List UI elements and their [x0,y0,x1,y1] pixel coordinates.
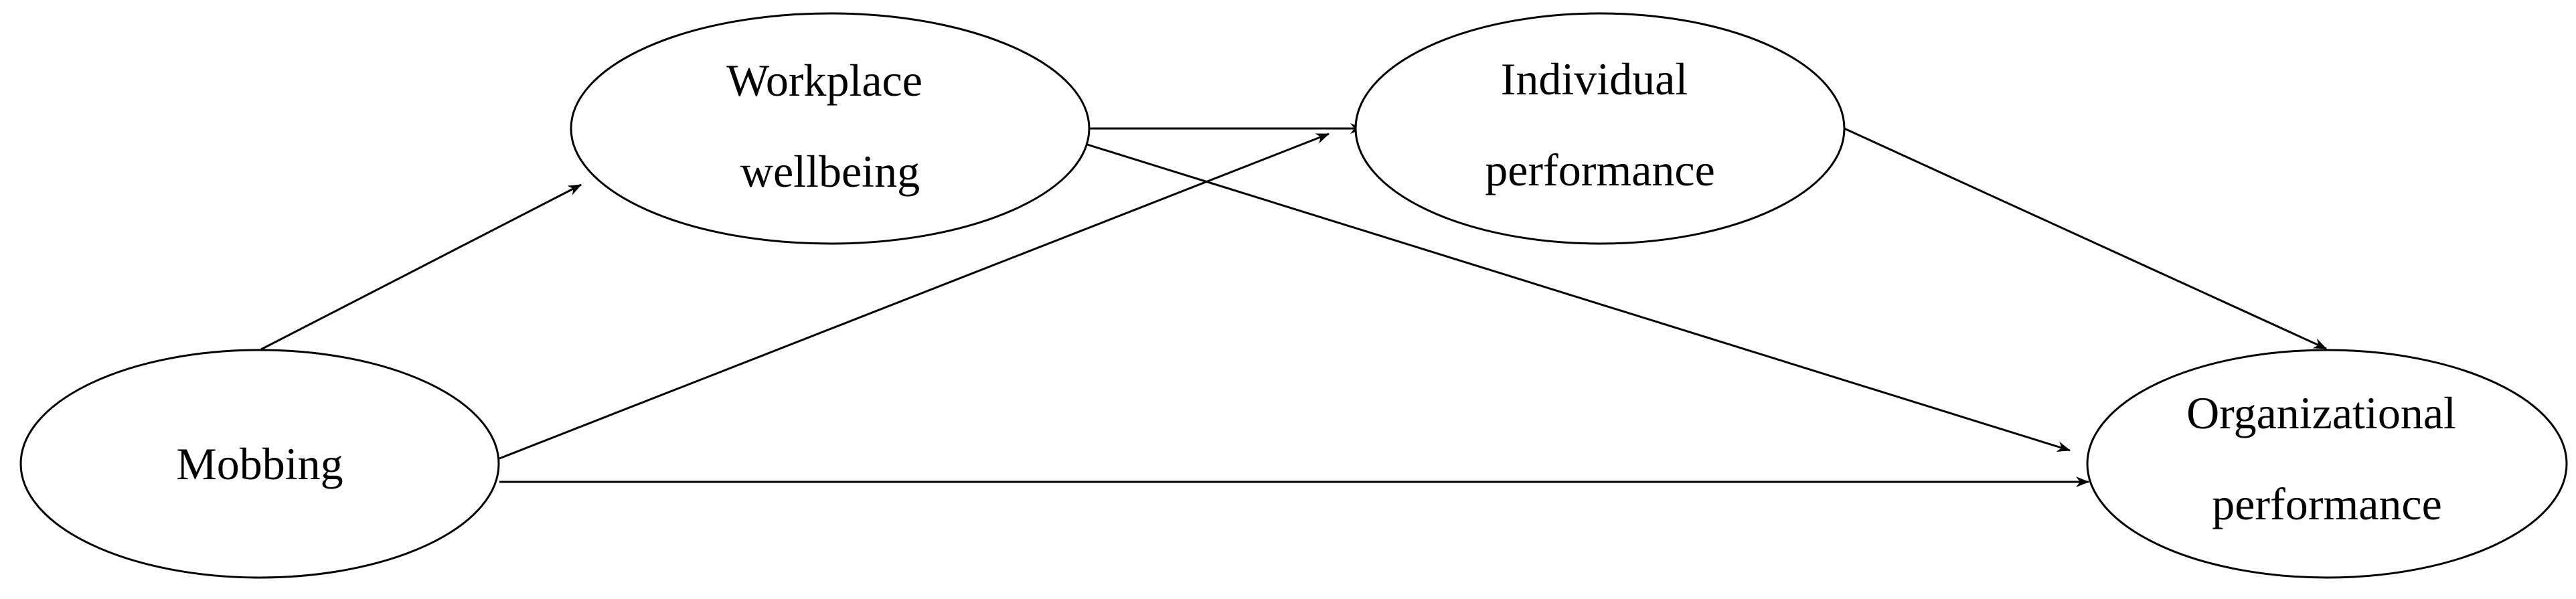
node-organizational-performance-label-line-2: performance [2212,479,2442,529]
nodes-layer: Mobbing Workplace wellbeing Individual p… [19,12,2568,579]
node-mobbing-label: Mobbing [176,438,343,489]
edge-individual-performance-to-organizational-performance [1844,127,2327,350]
edges-layer [260,123,2327,487]
node-mobbing: Mobbing [19,349,500,579]
node-mobbing-label-line-1: Mobbing [176,438,343,489]
edge-workplace-wellbeing-to-organizational-performance [1084,143,2071,452]
node-organizational-performance-label-line-1: Organizational [2186,388,2456,438]
node-individual-performance-ellipse [1354,12,1846,245]
node-organizational-performance-label: Organizational performance [2186,388,2468,529]
node-workplace-wellbeing-label-line-1: Workplace [726,55,922,106]
edge-mobbing-to-individual-performance [499,133,1330,460]
node-individual-performance-label-line-1: Individual [1501,54,1688,104]
node-organizational-performance: Organizational performance [2086,349,2568,579]
node-workplace-wellbeing: Workplace wellbeing [570,12,1091,245]
node-individual-performance-label: Individual performance [1485,54,1715,195]
node-workplace-wellbeing-label-line-2: wellbeing [740,146,920,197]
node-workplace-wellbeing-ellipse [570,12,1091,245]
node-workplace-wellbeing-label: Workplace wellbeing [726,55,934,197]
node-mobbing-ellipse [19,349,500,579]
edge-mobbing-to-workplace-wellbeing [260,183,582,351]
node-organizational-performance-ellipse [2086,349,2568,579]
node-individual-performance-label-line-2: performance [1485,145,1715,195]
node-individual-performance: Individual performance [1354,12,1846,245]
